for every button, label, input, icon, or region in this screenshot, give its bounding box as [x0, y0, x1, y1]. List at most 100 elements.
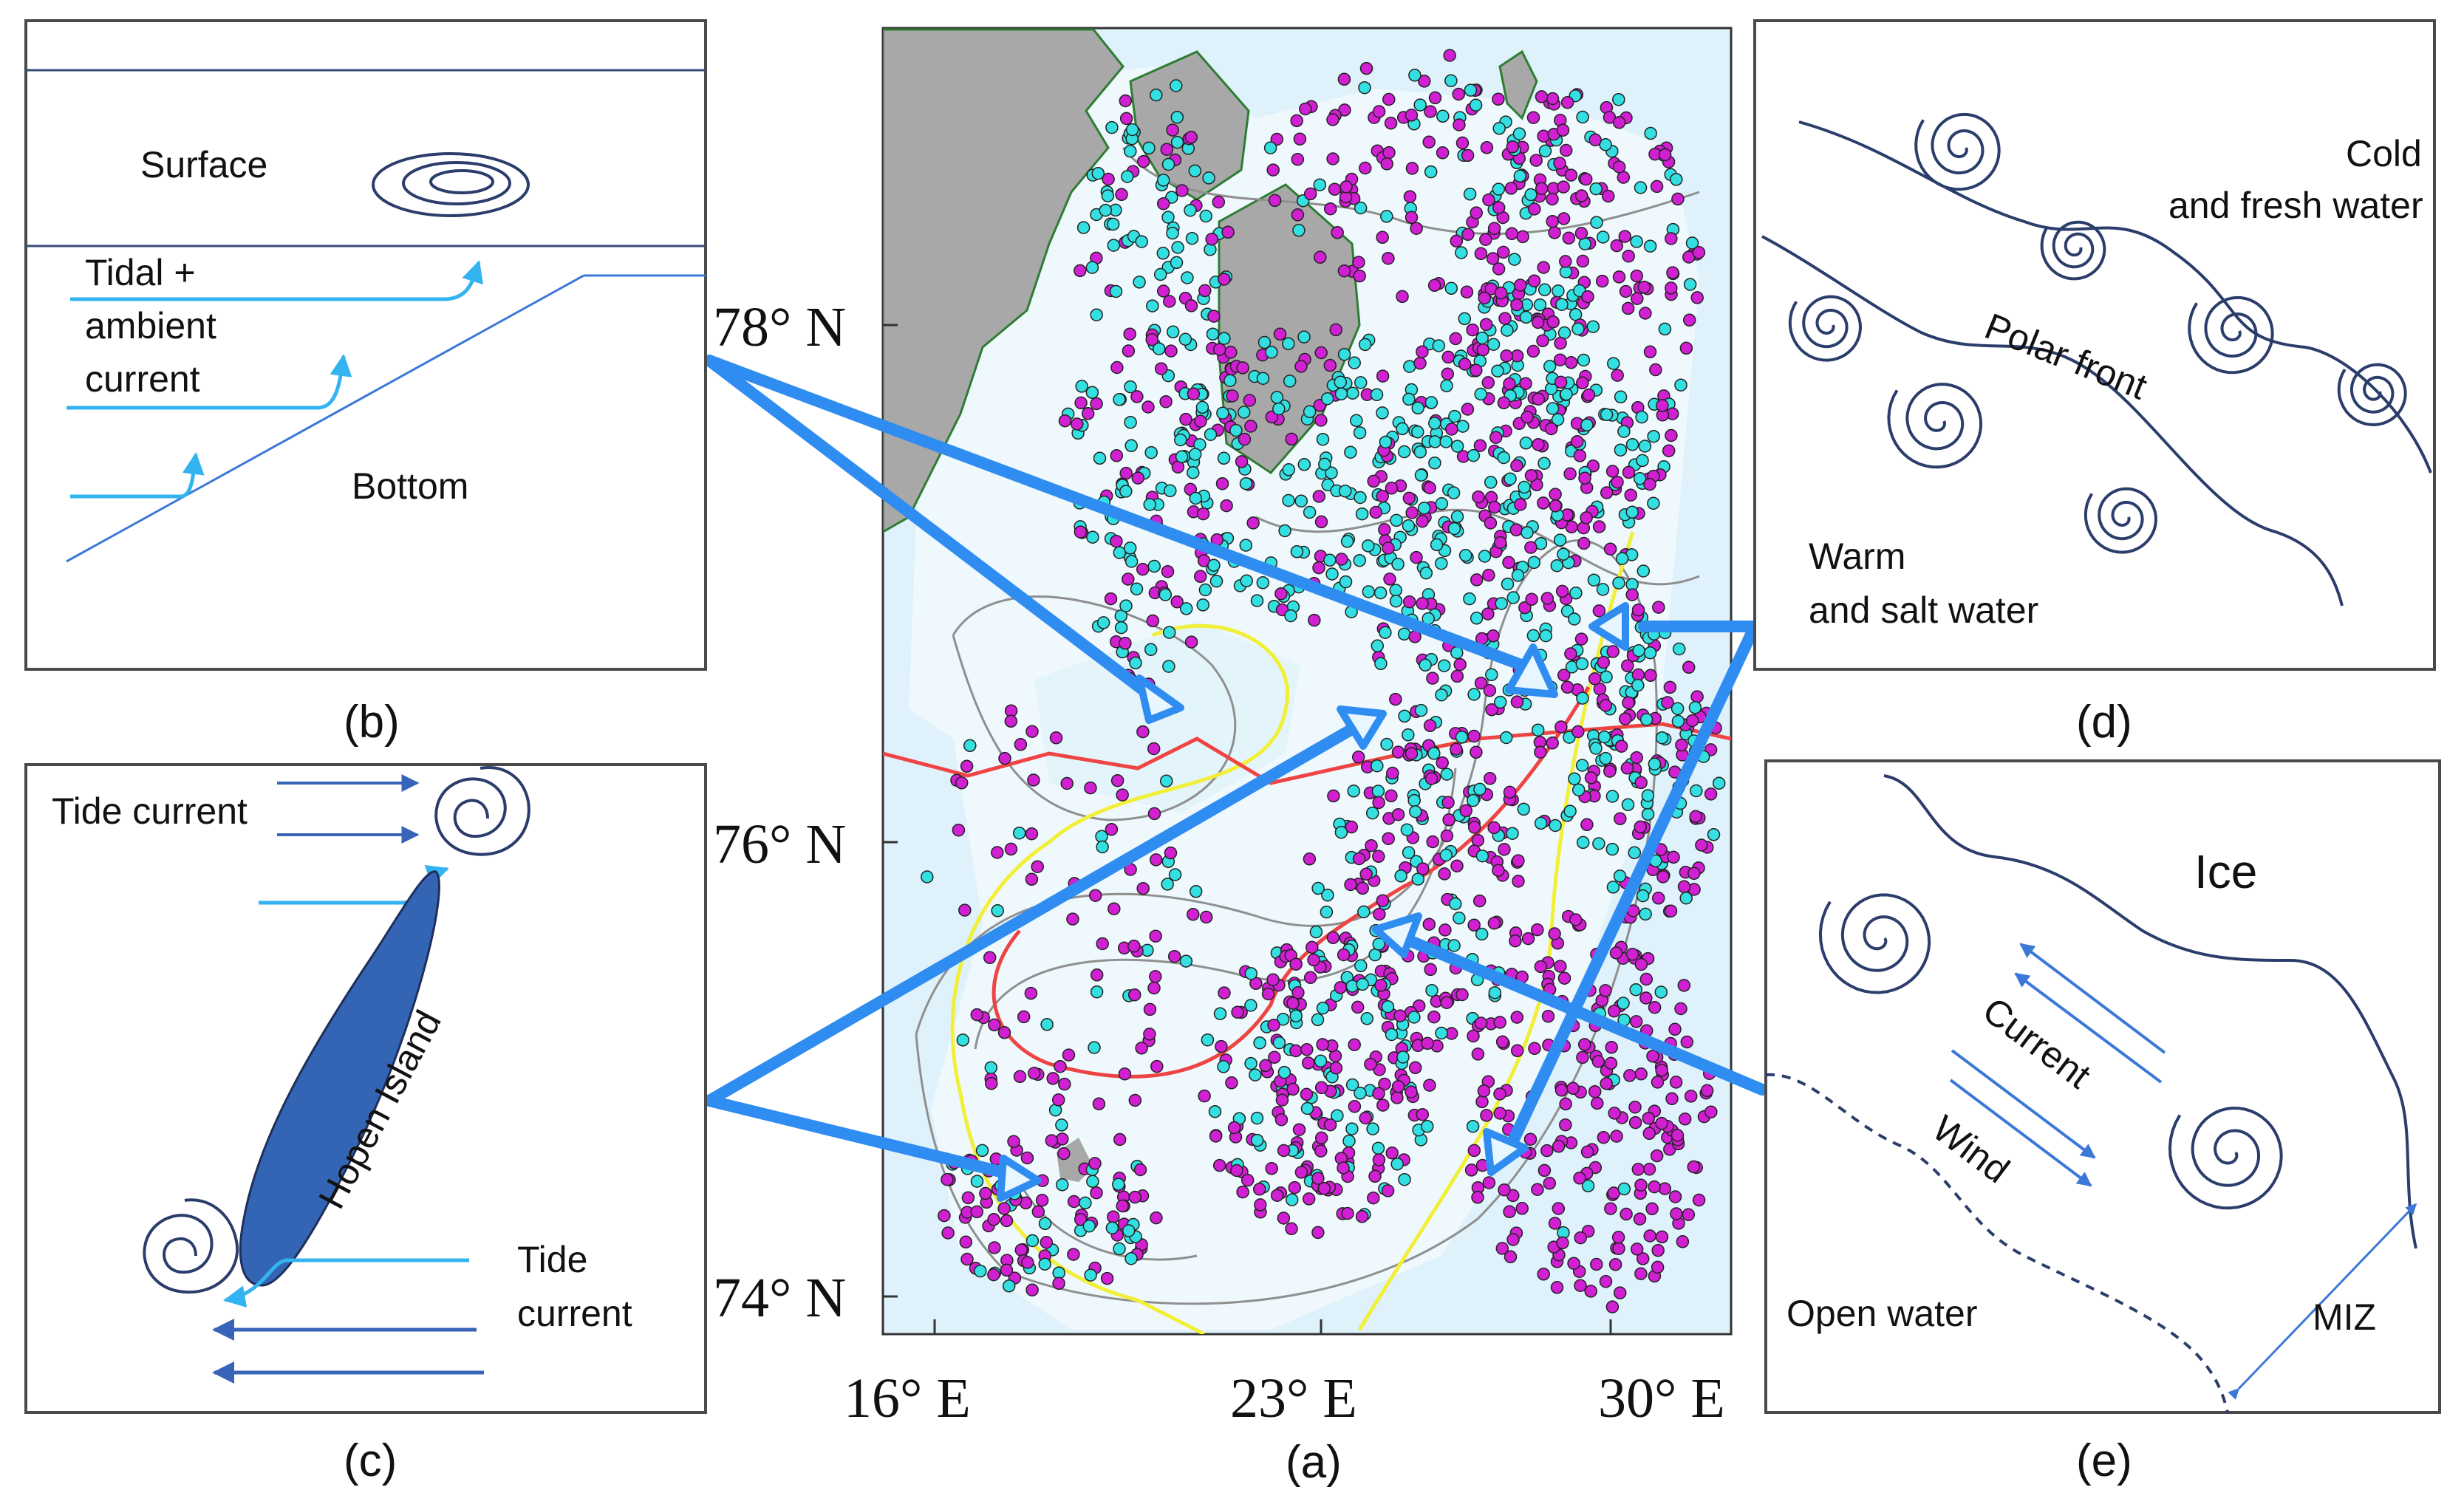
- observation-dot: [1424, 963, 1437, 977]
- observation-dot: [1359, 61, 1373, 75]
- observation-dot: [1438, 867, 1451, 881]
- observation-dot: [970, 1175, 984, 1188]
- observation-dot: [1299, 102, 1312, 116]
- observation-dot: [1352, 256, 1365, 269]
- bottom-label: Bottom: [352, 465, 468, 507]
- observation-dot: [1325, 567, 1339, 581]
- observation-dot: [1149, 970, 1162, 983]
- observation-dot: [1555, 584, 1569, 598]
- observation-dot: [1384, 116, 1398, 130]
- observation-dot: [1470, 363, 1483, 377]
- observation-dot: [1453, 118, 1466, 131]
- observation-dot: [1475, 331, 1489, 345]
- observation-dot: [1630, 235, 1643, 248]
- observation-dot: [1217, 451, 1231, 465]
- warm-label-line1: Warm: [1809, 536, 1905, 577]
- observation-dot: [1648, 757, 1662, 770]
- observation-dot: [1581, 290, 1594, 304]
- observation-dot: [1471, 1191, 1484, 1204]
- observation-dot: [1385, 482, 1399, 495]
- observation-dot: [1398, 1172, 1411, 1186]
- observation-dot: [1580, 511, 1593, 524]
- observation-dot: [1144, 445, 1158, 459]
- observation-dot: [1133, 276, 1146, 289]
- observation-dot: [1082, 1219, 1096, 1233]
- observation-dot: [1391, 745, 1405, 759]
- observation-dot: [1046, 1072, 1059, 1085]
- observation-dot: [1509, 934, 1522, 948]
- observation-dot: [1105, 1221, 1119, 1234]
- observation-dot: [1196, 507, 1210, 521]
- observation-dot: [1651, 1260, 1665, 1274]
- map-panel: 78° N 76° N 74° N 16° E 23° E 30° E (a): [713, 27, 1733, 1488]
- observation-dot: [1153, 267, 1167, 281]
- observation-dot: [1533, 298, 1547, 312]
- lon-label-23: 23° E: [1230, 1367, 1357, 1429]
- observation-dot: [1291, 986, 1305, 999]
- open-water-edge: [1765, 1073, 2229, 1413]
- observation-dot: [1326, 931, 1340, 945]
- observation-dot: [1443, 49, 1456, 62]
- observation-dot: [1293, 132, 1307, 146]
- observation-dot: [1537, 1268, 1550, 1281]
- observation-dot: [1337, 1161, 1350, 1175]
- observation-dot: [1450, 234, 1464, 248]
- observation-dot: [1675, 738, 1688, 752]
- observation-dot: [1655, 1116, 1668, 1130]
- observation-dot: [1277, 1212, 1291, 1225]
- observation-dot: [1670, 1129, 1685, 1142]
- observation-dot: [1549, 819, 1562, 833]
- observation-dot: [1326, 113, 1339, 126]
- observation-dot: [1482, 568, 1495, 582]
- observation-dot: [1290, 545, 1304, 558]
- observation-dot: [1633, 471, 1647, 485]
- observation-dot: [1119, 94, 1133, 108]
- observation-dot: [1492, 262, 1506, 276]
- observation-dot: [1113, 393, 1126, 406]
- observation-dot: [1428, 417, 1441, 430]
- observation-dot: [1607, 357, 1620, 370]
- observation-dot: [1067, 1195, 1081, 1209]
- observation-dot: [1654, 985, 1668, 999]
- observation-dot: [1682, 1208, 1696, 1221]
- observation-dot: [1164, 846, 1178, 860]
- observation-dot: [1515, 1202, 1529, 1215]
- observation-dot: [1408, 1061, 1422, 1075]
- observation-dot: [1334, 387, 1348, 400]
- observation-dot: [1553, 533, 1567, 547]
- observation-dot: [1268, 194, 1282, 208]
- observation-dot: [1471, 1048, 1485, 1061]
- observation-dot: [1444, 74, 1458, 87]
- observation-dot: [1526, 111, 1540, 124]
- observation-dot: [1316, 1038, 1329, 1051]
- observation-dot: [1385, 1028, 1399, 1042]
- observation-dot: [1213, 1007, 1227, 1020]
- observation-dot: [1121, 170, 1134, 183]
- observation-dot: [1474, 247, 1488, 261]
- observation-dot: [1272, 402, 1286, 416]
- observation-dot: [1478, 550, 1492, 563]
- observation-dot: [1639, 991, 1653, 1005]
- observation-dot: [1554, 720, 1568, 734]
- observation-dot: [1090, 968, 1104, 982]
- observation-dot: [1425, 983, 1439, 997]
- observation-dot: [1380, 737, 1393, 751]
- observation-dot: [1617, 425, 1631, 438]
- observation-dot: [1655, 731, 1669, 745]
- observation-dot: [1025, 725, 1039, 738]
- observation-dot: [1156, 247, 1170, 260]
- observation-dot: [1312, 490, 1326, 503]
- observation-dot: [1147, 981, 1161, 995]
- observation-dot: [1286, 997, 1300, 1010]
- observation-dot: [1576, 376, 1589, 390]
- observation-dot: [1422, 917, 1436, 931]
- observation-dot: [1289, 1044, 1303, 1058]
- observation-dot: [1614, 812, 1627, 826]
- observation-dot: [1604, 1056, 1618, 1070]
- observation-dot: [1409, 804, 1422, 819]
- observation-dot: [1546, 192, 1559, 206]
- observation-dot: [1131, 471, 1145, 485]
- observation-dot: [1450, 859, 1464, 872]
- observation-dot: [1455, 246, 1468, 259]
- observation-dot: [1240, 574, 1253, 588]
